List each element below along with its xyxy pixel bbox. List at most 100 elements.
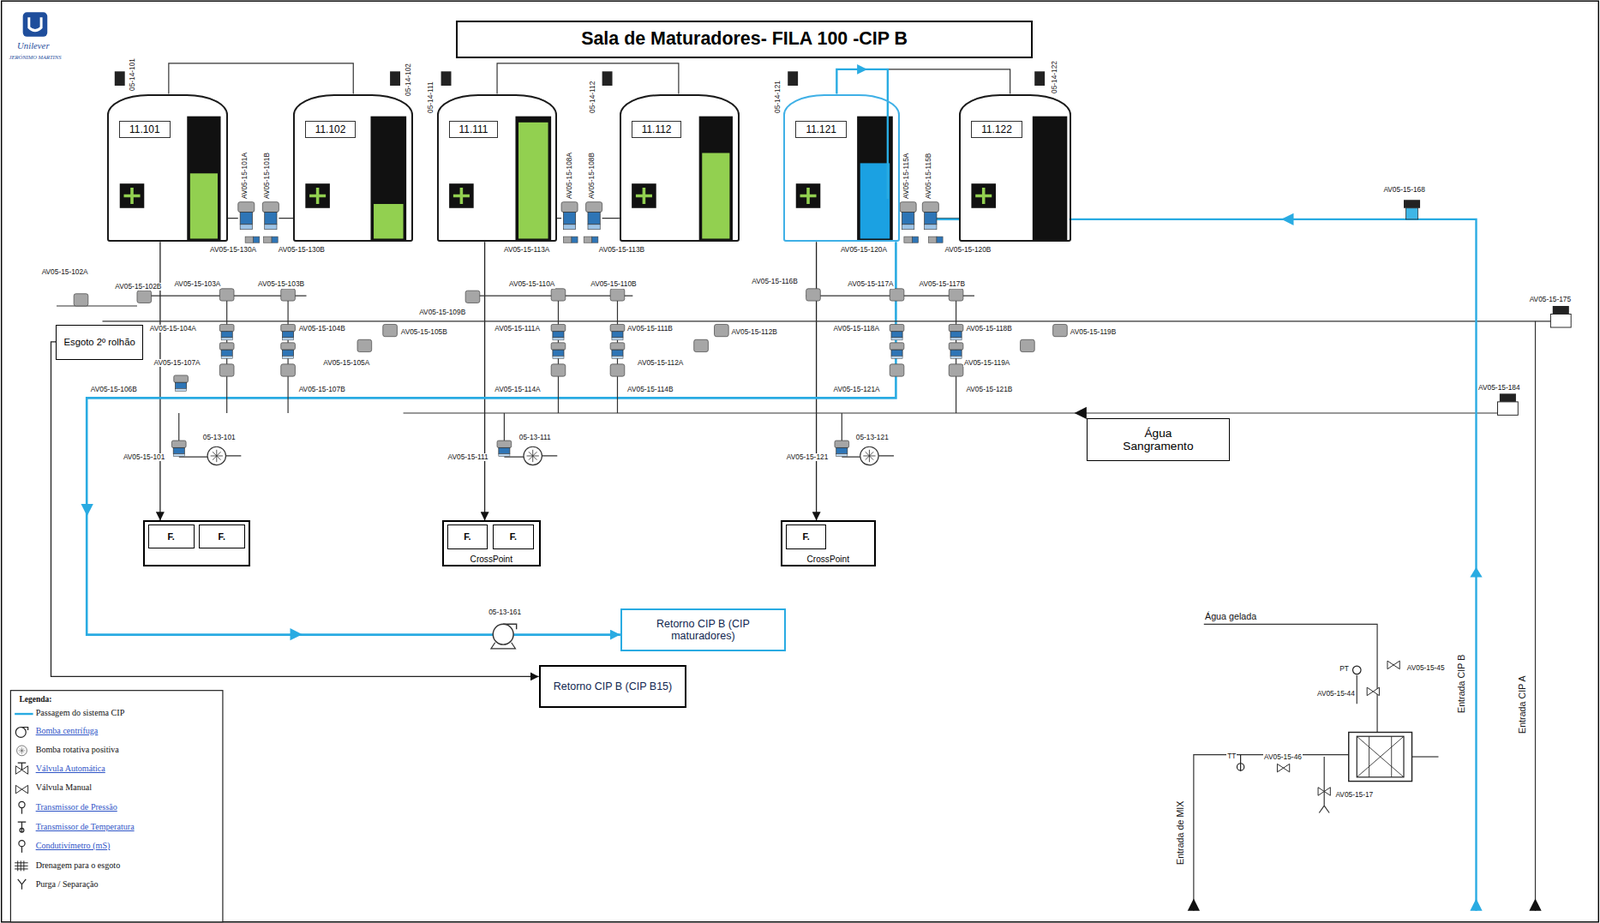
filler-group: F.F.	[143, 520, 251, 567]
tag-label: AV05-15-101	[122, 453, 166, 462]
logo-text: JERÓNIMO MARTINS	[8, 53, 63, 60]
tag-label: PT	[1338, 665, 1350, 673]
filler-label: F.	[802, 531, 809, 542]
tank-vessel: 11.112	[619, 94, 741, 243]
tag-label: AV05-15-121	[785, 453, 829, 462]
tag-label: AV05-15-113B	[598, 245, 646, 254]
tag-label: AV05-15-118B	[964, 324, 1013, 333]
tag-label: AV05-15-111B	[626, 324, 674, 333]
tag-label: AV05-15-108B	[587, 151, 596, 200]
tag-label: AV05-15-130A	[209, 245, 258, 254]
legend-text: Drenagem para o esgoto	[35, 860, 121, 870]
tag-label: Entrada CIP A	[1517, 675, 1529, 736]
tank-number: 11.112	[631, 120, 683, 138]
legend-text: Passagem do sistema CIP	[35, 707, 126, 718]
legend-text: Válvula Manual	[35, 782, 92, 792]
title-box: Sala de Maturadores- FILA 100 -CIP B	[455, 20, 1033, 59]
tank-vessel: 11.111	[437, 94, 558, 243]
pipe-connector	[51, 341, 540, 678]
tag-label: AV05-15-120A	[839, 245, 888, 254]
tank-number: 11.111	[449, 120, 499, 138]
filler-label: F.	[463, 531, 471, 542]
tag-label: AV05-15-101A	[240, 151, 249, 200]
tag-label: AV05-15-105B	[400, 328, 449, 336]
tag-label: 05-13-101	[202, 433, 237, 442]
tag-label: AV05-15-118A	[832, 324, 881, 333]
legend-text: Transmissor de Temperatura	[35, 821, 135, 832]
tag-label: AV05-15-107B	[298, 385, 347, 394]
tag-label: AV05-15-175	[1528, 295, 1572, 304]
filler-label: F.	[148, 524, 195, 549]
cip-pipes	[836, 69, 1476, 911]
filler-label: F.	[509, 531, 517, 542]
tag-label: AV05-15-110A	[508, 280, 556, 288]
tank-number: 11.102	[305, 120, 357, 138]
filler-label: F.	[198, 524, 246, 549]
process-pipes	[56, 63, 1571, 911]
tank-number: 11.121	[795, 120, 847, 138]
tag-label: AV05-15-130B	[277, 245, 326, 254]
box-label: Retorno CIP B (CIP B15)	[553, 680, 673, 693]
tag-label: AV05-15-113A	[503, 245, 551, 254]
crosspoint-group: CrossPoint F. F.	[442, 520, 542, 567]
tank-vessel: 11.102	[293, 94, 414, 243]
legend-text: Purga / Separação	[35, 879, 99, 889]
tag-label: AV05-15-114B	[626, 385, 674, 394]
legend-text: Transmissor de Pressão	[35, 802, 118, 812]
tag-label: Água gelada	[1204, 611, 1258, 623]
tag-label: 05-14-101	[128, 57, 137, 92]
tag-label: AV05-15-115B	[924, 152, 933, 200]
tag-label: AV05-15-103B	[257, 280, 306, 288]
tag-label: AV05-15-116B	[750, 277, 798, 286]
tag-label: AV05-15-114A	[493, 385, 541, 394]
tag-label: 05-14-121	[773, 79, 782, 114]
tank-vessel: 11.121	[783, 94, 900, 243]
tag-label: AV05-15-107A	[153, 359, 202, 367]
tag-label: AV05-15-17	[1334, 791, 1374, 799]
box-label: Água Sangramento	[1117, 426, 1199, 453]
tag-label: 05-14-111	[426, 81, 435, 115]
tag-label: AV05-15-121B	[964, 385, 1013, 394]
tag-label: AV05-15-120B	[943, 245, 992, 254]
group-label: CrossPoint	[443, 554, 540, 564]
diagram-title: Sala de Maturadores- FILA 100 -CIP B	[581, 28, 908, 50]
tank-level-bars	[186, 116, 1067, 241]
tag-label: AV05-15-103A	[173, 280, 222, 288]
legend-text: Bomba centrífuga	[35, 725, 99, 736]
tag-label: AV05-15-111A	[493, 324, 541, 333]
pipe-connector	[815, 241, 817, 521]
tag-label: AV05-15-115A	[902, 152, 911, 200]
tag-label: AV05-15-106B	[89, 385, 138, 394]
tag-label: AV05-15-117A	[846, 280, 894, 288]
tag-label: AV05-15-45	[1406, 664, 1446, 672]
tag-label: TT	[1226, 752, 1237, 761]
tag-label: AV05-15-112B	[731, 328, 779, 336]
water-box: Água Sangramento	[1086, 418, 1230, 462]
automatic-valves	[73, 199, 1571, 456]
tag-label: 05-13-121	[855, 433, 890, 442]
tag-label: AV05-15-109B	[418, 308, 467, 317]
tag-label: Entrada de MIX	[1175, 799, 1187, 865]
legend-text: Bomba rotativa positiva	[35, 744, 120, 755]
tag-label: AV05-15-119B	[1069, 328, 1117, 336]
tag-label: AV05-15-46	[1263, 753, 1303, 762]
legend-box	[10, 690, 223, 923]
box-label: Esgoto 2º rolhão	[63, 336, 135, 348]
return-box: Retorno CIP B (CIP B15)	[539, 665, 688, 708]
legend-heading: Legenda:	[17, 695, 53, 704]
tag-label: 05-14-122	[1050, 59, 1059, 95]
tag-label: AV05-15-117B	[918, 280, 966, 288]
tag-label: Entrada CIP B	[1456, 653, 1468, 714]
return-box: Retorno CIP B (CIP maturadores)	[620, 608, 786, 652]
flow-arrows	[81, 64, 1542, 911]
tag-label: AV05-15-119A	[963, 359, 1011, 367]
legend-text: Condutivímetro (mS)	[35, 840, 111, 851]
level-transmitters	[114, 71, 1045, 86]
filler-box: F.	[492, 524, 534, 550]
pipe-connector	[86, 241, 896, 635]
group-label: CrossPoint	[782, 554, 875, 564]
